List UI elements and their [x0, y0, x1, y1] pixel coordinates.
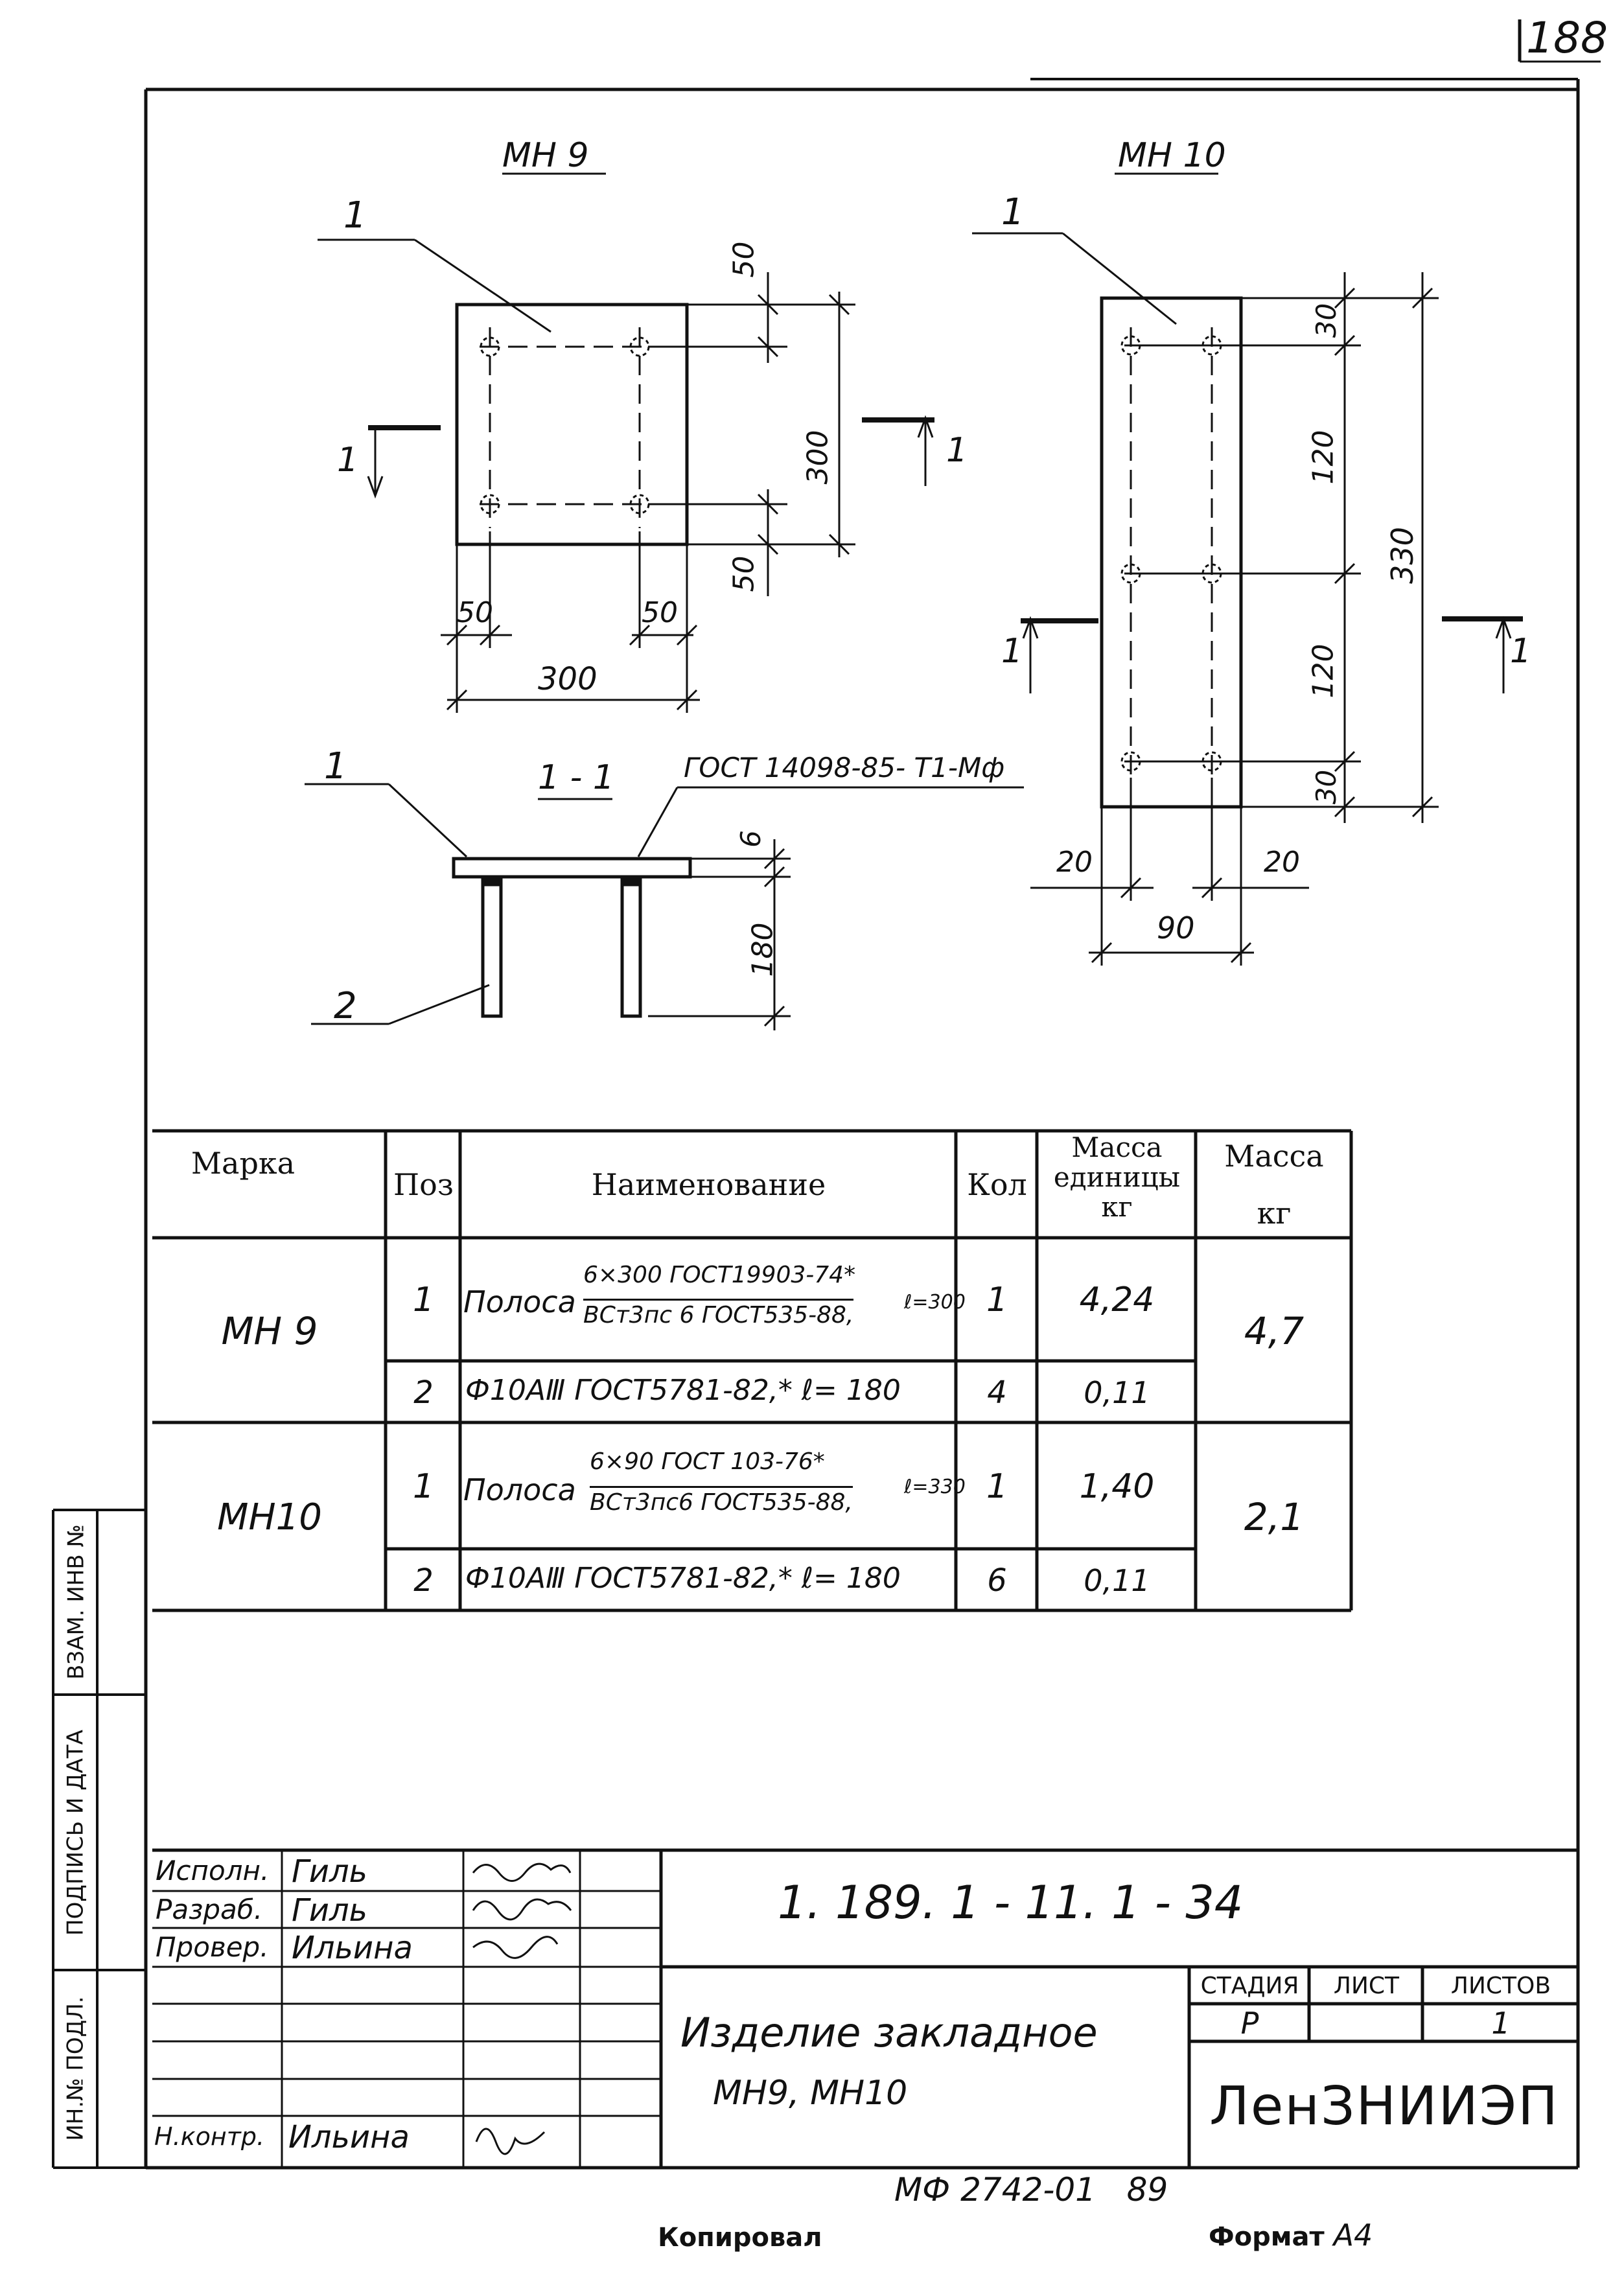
role-label: Провер.	[156, 1931, 269, 1963]
row-name-composite: Полоса 6×90 ГОСТ 103-76* ВСт3пс6 ГОСТ535…	[463, 1424, 966, 1549]
stage-value: Р	[1240, 2006, 1259, 2041]
role-label: Н.контр.	[154, 2122, 265, 2151]
role-name: Ильина	[292, 1930, 413, 1966]
row-qty: 1	[986, 1281, 1008, 1319]
row-name-suffix: ℓ=330	[904, 1476, 966, 1498]
mn9-dim-width: 300	[538, 661, 597, 697]
row-name: Ф10АⅢ ГОСТ5781-82,* ℓ= 180	[465, 1562, 901, 1595]
mn10-dim-width: 90	[1157, 911, 1195, 945]
mn10-dim-left: 20	[1056, 846, 1093, 879]
role-label: Исполн.	[156, 1855, 270, 1886]
row-name-top: 6×300 ГОСТ19903-74*	[583, 1262, 856, 1288]
th-qty: Кол	[967, 1166, 1027, 1202]
th-unit-mass: Масса единицы кг	[1038, 1133, 1196, 1222]
row-mass-mn10: 2,1	[1244, 1495, 1305, 1539]
row-mass-mn9: 4,7	[1244, 1308, 1305, 1353]
role-name: Гиль	[292, 1892, 367, 1929]
mn9-section-mark-left: 1	[337, 441, 359, 480]
mn10-dim-bottom: 30	[1310, 769, 1343, 805]
product-name-line2: МН9, МН10	[713, 2074, 908, 2113]
th-unit-mass-l3: кг	[1101, 1191, 1133, 1223]
mn10-dim-right: 20	[1264, 846, 1300, 879]
sheet-label: ЛИСТ	[1333, 1973, 1400, 1999]
row-unit-mass: 0,11	[1084, 1374, 1150, 1410]
mn10-dim-top: 30	[1310, 303, 1343, 338]
th-pos: Поз	[393, 1166, 454, 1202]
mn9-dim-bottom: 50	[727, 555, 761, 592]
footer-doc-number: МФ 2742-01 89	[894, 2171, 1168, 2209]
mn10-section-mark-left: 1	[1001, 632, 1023, 671]
mn9-dim-left: 50	[457, 596, 493, 629]
mn10-section-mark-right: 1	[1510, 632, 1532, 671]
row-qty: 1	[986, 1467, 1008, 1506]
row-mark-mn9: МН 9	[221, 1308, 318, 1353]
section-dim-thickness: 6	[734, 830, 767, 848]
role-name: Гиль	[292, 1853, 367, 1890]
sheets-label: ЛИСТОВ	[1450, 1973, 1551, 1999]
row-name-bottom: ВСт3пс6 ГОСТ535-88,	[590, 1486, 853, 1516]
row-pos: 2	[413, 1374, 434, 1411]
mn10-title: МН 10	[1118, 136, 1226, 175]
footer-format-label: Формат	[1209, 2222, 1325, 2252]
mn10-pos-label: 1	[1001, 191, 1025, 233]
mn10-dim-mid2: 120	[1306, 644, 1340, 699]
row-name: Ф10АⅢ ГОСТ5781-82,* ℓ= 180	[465, 1374, 901, 1407]
row-name-bottom: ВСт3пс 6 ГОСТ535-88,	[583, 1299, 854, 1328]
row-name-top: 6×90 ГОСТ 103-76*	[590, 1448, 825, 1475]
row-name-prefix: Полоса	[463, 1284, 576, 1319]
stage-label: СТАДИЯ	[1200, 1973, 1299, 1999]
sheet-value	[1310, 2005, 1422, 2041]
footer-format: Формат А4	[1209, 2218, 1373, 2253]
th-unit-mass-l2: единицы	[1053, 1161, 1181, 1193]
mn9-section-mark-right: 1	[946, 431, 968, 470]
row-name-composite: Полоса 6×300 ГОСТ19903-74* ВСт3пс 6 ГОСТ…	[463, 1239, 966, 1361]
th-mass-l2: кг	[1257, 1196, 1292, 1231]
row-unit-mass: 0,11	[1084, 1562, 1150, 1598]
mn9-dim-top: 50	[727, 241, 761, 278]
row-pos: 2	[413, 1562, 434, 1599]
role-name: Ильина	[288, 2119, 410, 2155]
th-mass-l1: Масса	[1224, 1139, 1324, 1174]
organization: ЛенЗНИИЭП	[1209, 2075, 1559, 2137]
th-unit-mass-l1: Масса	[1071, 1131, 1163, 1163]
mn9-dim-height: 300	[801, 430, 835, 485]
footer-copied: Копировал	[658, 2223, 822, 2253]
role-label: Разраб.	[156, 1894, 263, 1925]
th-mark: Марка	[191, 1146, 296, 1181]
product-name-line1: Изделие закладное	[680, 2009, 1098, 2056]
row-unit-mass: 1,40	[1079, 1467, 1155, 1506]
mn9-dim-right: 50	[642, 596, 678, 629]
row-pos: 1	[412, 1467, 435, 1506]
mn9-title: МН 9	[502, 136, 589, 175]
footer-format-value: А4	[1333, 2218, 1373, 2253]
side-inv-replace: ВЗАМ. ИНВ №	[63, 1524, 89, 1680]
row-qty: 4	[987, 1374, 1007, 1411]
section-label-2: 2	[334, 985, 357, 1027]
row-pos: 1	[412, 1281, 435, 1319]
mn9-pos-label: 1	[343, 194, 367, 237]
row-qty: 6	[987, 1562, 1007, 1599]
row-mark-mn10: МН10	[217, 1496, 322, 1538]
section-label-1: 1	[324, 745, 347, 787]
sheets-value: 1	[1491, 2006, 1511, 2041]
section-dim-height: 180	[746, 922, 780, 977]
row-unit-mass: 4,24	[1079, 1281, 1155, 1319]
th-name: Наименование	[591, 1166, 826, 1202]
doc-code: 1. 189. 1 - 11. 1 - 34	[778, 1876, 1244, 1929]
side-inv-orig: ИН.№ ПОДЛ.	[62, 1996, 89, 2141]
mn10-dim-mid1: 120	[1306, 430, 1340, 485]
side-sign-date: ПОДПИСЬ И ДАТА	[62, 1730, 89, 1936]
section-gost: ГОСТ 14098-85- Т1-Мф	[684, 752, 1005, 783]
row-name-prefix: Полоса	[463, 1472, 576, 1507]
page-number: 188	[1526, 13, 1608, 63]
section-title: 1 - 1	[538, 758, 614, 797]
row-name-suffix: ℓ=300	[904, 1291, 966, 1314]
mn10-dim-height: 330	[1384, 527, 1420, 584]
